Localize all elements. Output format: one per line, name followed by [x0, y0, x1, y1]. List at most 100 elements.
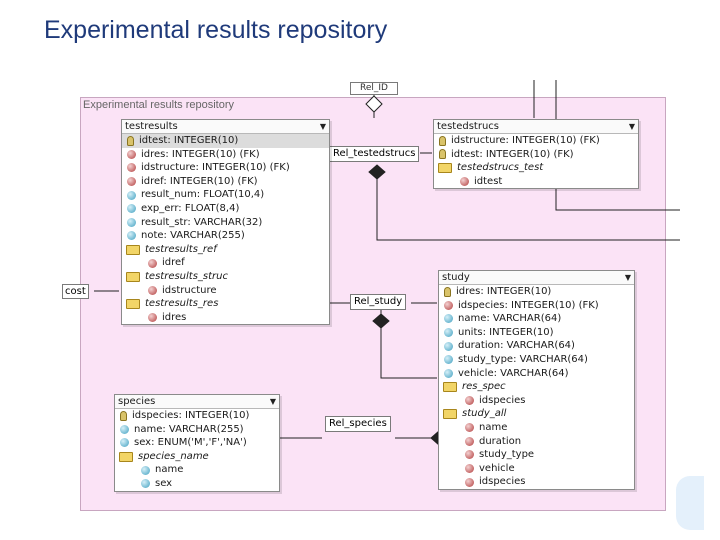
dropdown-arrow-icon[interactable]: ▼	[319, 122, 326, 131]
cost-edge-label: cost	[62, 284, 89, 299]
table-body: idres: INTEGER(10)idspecies: INTEGER(10)…	[439, 285, 634, 489]
dropdown-arrow-icon[interactable]: ▼	[628, 122, 635, 131]
table-species[interactable]: species ▼ idspecies: INTEGER(10)name: VA…	[114, 394, 280, 492]
key-icon	[439, 135, 446, 146]
column-row[interactable]: idspecies: INTEGER(10) (FK)	[439, 299, 634, 313]
column-icon	[444, 368, 453, 378]
column-row[interactable]: study_type: VARCHAR(64)	[439, 353, 634, 367]
column-icon	[465, 396, 474, 406]
foreign-key-icon	[127, 149, 136, 159]
index-column-text: name	[155, 464, 184, 476]
table-header[interactable]: testresults ▼	[122, 120, 329, 134]
diamond-study-icon	[372, 313, 390, 329]
column-row[interactable]: note: VARCHAR(255)	[122, 229, 329, 243]
rel-species-label[interactable]: Rel_species	[325, 416, 391, 432]
table-name: testresults	[125, 121, 178, 132]
column-icon	[444, 314, 453, 324]
column-row[interactable]: idtest: INTEGER(10)	[122, 134, 329, 148]
column-icon	[444, 341, 453, 351]
index-row[interactable]: testresults_ref	[122, 243, 329, 257]
index-row[interactable]: testedstrucs_test	[434, 161, 638, 175]
column-icon	[127, 190, 136, 200]
index-column-row[interactable]: name	[439, 421, 634, 435]
column-row[interactable]: name: VARCHAR(255)	[115, 423, 279, 437]
column-row[interactable]: idref: INTEGER(10) (FK)	[122, 175, 329, 189]
column-text: idtest: INTEGER(10) (FK)	[451, 148, 574, 160]
foreign-key-icon	[444, 300, 453, 310]
column-text: idstructure: INTEGER(10) (FK)	[451, 135, 600, 146]
column-row[interactable]: idtest: INTEGER(10) (FK)	[434, 148, 638, 162]
index-column-row[interactable]: vehicle	[439, 462, 634, 476]
index-column-row[interactable]: idres	[122, 311, 329, 325]
rel-study-label[interactable]: Rel_study	[350, 294, 407, 310]
index-column-text: sex	[155, 477, 173, 489]
table-name: testedstrucs	[437, 121, 499, 132]
column-icon	[127, 217, 136, 227]
column-row[interactable]: idres: INTEGER(10)	[439, 285, 634, 299]
column-row[interactable]: name: VARCHAR(64)	[439, 312, 634, 326]
dropdown-arrow-icon[interactable]: ▼	[624, 273, 631, 282]
dropdown-arrow-icon[interactable]: ▼	[269, 397, 276, 406]
index-column-row[interactable]: study_type	[439, 448, 634, 462]
index-row[interactable]: testresults_struc	[122, 270, 329, 284]
foreign-key-icon	[127, 177, 136, 187]
index-column-row[interactable]: idspecies	[439, 475, 634, 489]
index-row[interactable]: study_all	[439, 407, 634, 421]
index-column-row[interactable]: idref	[122, 256, 329, 270]
foreign-key-icon	[127, 163, 136, 173]
table-testedstrucs[interactable]: testedstrucs ▼ idstructure: INTEGER(10) …	[433, 119, 639, 190]
column-text: idref: INTEGER(10) (FK)	[141, 175, 258, 187]
column-row[interactable]: idres: INTEGER(10) (FK)	[122, 148, 329, 162]
index-column-text: idref	[162, 257, 185, 269]
column-icon	[141, 479, 150, 489]
table-body: idstructure: INTEGER(10) (FK) idtest: INT…	[434, 134, 638, 188]
folder-icon	[438, 162, 452, 173]
index-name: species_name	[138, 450, 209, 462]
index-column-row[interactable]: duration	[439, 435, 634, 449]
column-text: note: VARCHAR(255)	[141, 230, 245, 242]
index-column-text: idtest	[474, 175, 503, 187]
column-row[interactable]: exp_err: FLOAT(8,4)	[122, 202, 329, 216]
column-icon	[465, 436, 474, 446]
index-row[interactable]: species_name	[115, 450, 279, 464]
index-column-text: name	[479, 421, 508, 433]
index-column-row[interactable]: name	[115, 463, 279, 477]
index-row[interactable]: testresults_res	[122, 297, 329, 311]
index-column-text: study_type	[479, 449, 535, 461]
column-row[interactable]: idstructure: INTEGER(10) (FK)	[122, 161, 329, 175]
column-icon	[444, 328, 453, 338]
column-row[interactable]: idspecies: INTEGER(10)	[115, 409, 279, 423]
column-row[interactable]: result_str: VARCHAR(32)	[122, 216, 329, 230]
table-body: idtest: INTEGER(10)idres: INTEGER(10) (F…	[122, 134, 329, 324]
index-column-row[interactable]: idspecies	[439, 394, 634, 408]
key-icon	[127, 135, 134, 146]
table-header[interactable]: testedstrucs ▼	[434, 120, 638, 134]
index-name: res_spec	[462, 381, 506, 393]
column-row[interactable]: vehicle: VARCHAR(64)	[439, 367, 634, 381]
folder-icon	[119, 451, 133, 462]
index-column-row[interactable]: idtest	[434, 175, 638, 189]
column-row[interactable]: duration: VARCHAR(64)	[439, 339, 634, 353]
index-column-text: idspecies	[479, 394, 526, 406]
rel-testedstrucs-label[interactable]: Rel_testedstrucs	[329, 146, 420, 162]
index-column-row[interactable]: sex	[115, 477, 279, 491]
rel-tested-branch	[376, 165, 680, 241]
table-testresults[interactable]: testresults ▼ idtest: INTEGER(10)idres: …	[121, 119, 330, 326]
table-header[interactable]: study ▼	[439, 271, 634, 285]
column-row[interactable]: result_num: FLOAT(10,4)	[122, 188, 329, 202]
column-row[interactable]: sex: ENUM('M','F','NA')	[115, 436, 279, 450]
table-study[interactable]: study ▼ idres: INTEGER(10)idspecies: INT…	[438, 270, 635, 490]
key-icon	[120, 410, 127, 421]
index-column-text: idstructure	[162, 284, 217, 296]
index-name: testresults_ref	[145, 243, 217, 255]
index-column-row[interactable]: idstructure	[122, 284, 329, 298]
column-row[interactable]: idstructure: INTEGER(10) (FK)	[434, 134, 638, 148]
folder-icon	[443, 381, 457, 392]
column-text: duration: VARCHAR(64)	[458, 340, 575, 352]
column-text: exp_err: FLOAT(8,4)	[141, 202, 240, 214]
column-icon	[120, 424, 129, 434]
column-icon	[148, 258, 157, 268]
table-header[interactable]: species ▼	[115, 395, 279, 409]
column-row[interactable]: units: INTEGER(10)	[439, 326, 634, 340]
index-row[interactable]: res_spec	[439, 380, 634, 394]
